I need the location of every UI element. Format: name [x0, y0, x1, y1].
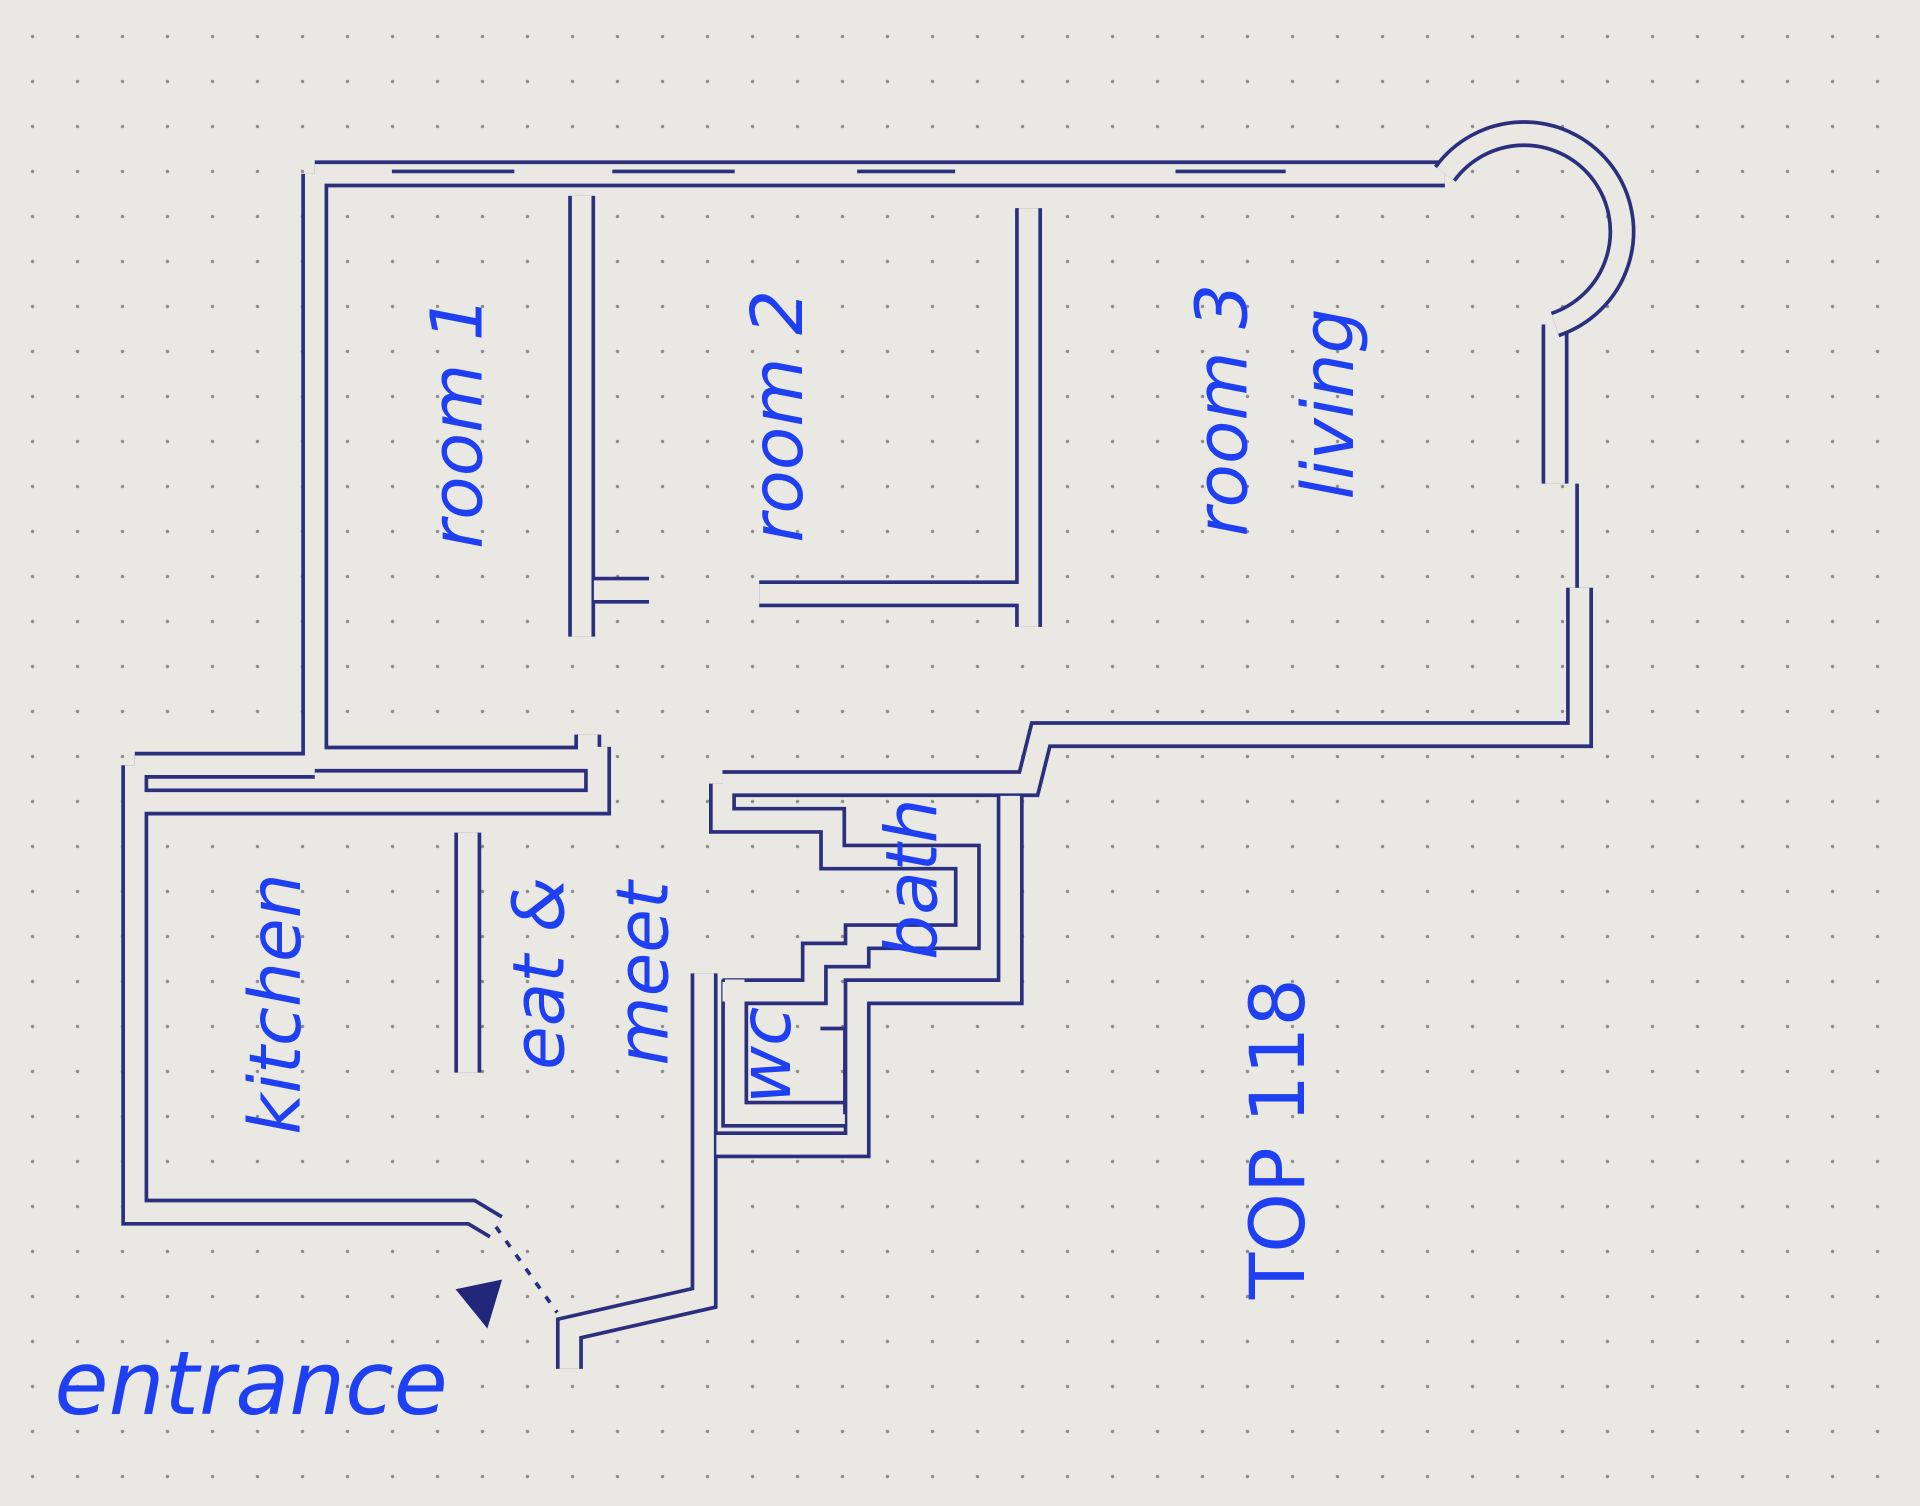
- walls: [121, 120, 1636, 1369]
- entrance-door-swing: [494, 1225, 559, 1314]
- label-eat: eat &: [497, 877, 580, 1070]
- label-entrance: entrance: [54, 1332, 447, 1435]
- label-wc: wc: [724, 1007, 807, 1104]
- label-meet: meet: [601, 878, 684, 1066]
- label-room-1: room 1: [415, 296, 498, 549]
- label-room-2: room 2: [736, 290, 819, 543]
- label-top-118: TOP 118: [1234, 978, 1322, 1300]
- labels: room 1 room 2 room 3 living kitchen eat …: [54, 284, 1370, 1435]
- label-living: living: [1287, 308, 1370, 499]
- windows: [391, 169, 1579, 1115]
- label-kitchen: kitchen: [234, 873, 317, 1134]
- label-bath: bath: [871, 798, 954, 959]
- entrance-arrow-icon: [455, 1279, 503, 1329]
- label-room-3: room 3: [1181, 284, 1264, 537]
